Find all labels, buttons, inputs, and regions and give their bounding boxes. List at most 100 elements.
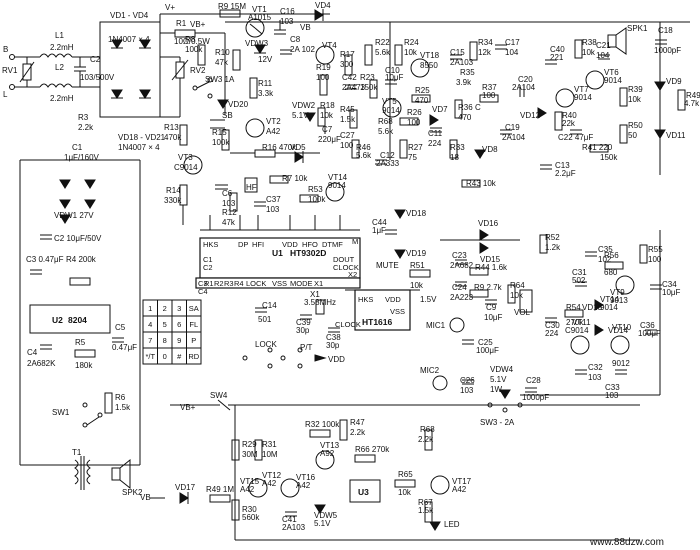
ic-u1-lower: C3 C4 R1 R2 R3 R4 LOCK VSS MODE X1 bbox=[195, 277, 361, 296]
component-label-vt10: VT10 bbox=[612, 323, 632, 332]
component-label-vdw3v: 12V bbox=[258, 55, 273, 64]
component-label-vd8: VD8 bbox=[482, 145, 498, 154]
u1-pin-right: DOUT bbox=[333, 255, 355, 264]
component-label-r17: R17 bbox=[340, 50, 355, 59]
component-label-vt7: VT7 bbox=[574, 85, 589, 94]
component-label-r27: R27 bbox=[408, 143, 423, 152]
component-label-vt6v: 9014 bbox=[604, 76, 622, 85]
component-label-r25: R25 bbox=[415, 86, 430, 95]
component-label-r19: R19 bbox=[316, 63, 331, 72]
component-label-c23v: 2A682 bbox=[450, 261, 474, 270]
component-label-c38: C38 bbox=[326, 333, 341, 342]
component-label-c15v: 2A103 bbox=[450, 58, 474, 67]
component-label-c33v: 103 bbox=[605, 391, 619, 400]
component-label-c41: C41 bbox=[282, 515, 297, 524]
component-label-vt5v: 9014 bbox=[382, 106, 400, 115]
component-label-c: C bbox=[475, 103, 481, 112]
component-label-r26v: 100 bbox=[407, 118, 421, 127]
component-label-lock: LOCK bbox=[255, 340, 277, 349]
component-label-c38v: 30p bbox=[326, 341, 340, 350]
component-label-r35v: 3.9k bbox=[456, 78, 472, 87]
u1-pin-top: HFO bbox=[302, 240, 318, 249]
component-label-r68b: R68 bbox=[420, 425, 435, 434]
component-label-vt17: VT17 bbox=[452, 477, 472, 486]
component-label-c40: C40 bbox=[550, 45, 565, 54]
component-label-c4v: 2A682K bbox=[27, 359, 56, 368]
component-label-vdw2: VDW2 bbox=[292, 101, 316, 110]
component-label-c20: C20 bbox=[518, 75, 533, 84]
component-label-r64v: 10k bbox=[510, 291, 524, 300]
ic-u3-name: U3 bbox=[358, 487, 369, 497]
keypad-key-label: 7 bbox=[148, 336, 152, 345]
component-label-r55v: 100 bbox=[648, 255, 662, 264]
ht1616-part: HT1616 bbox=[362, 317, 393, 327]
component-label-c34v: 10μF bbox=[662, 288, 681, 297]
component-label-r44: R44 1.6k bbox=[475, 263, 508, 272]
component-label-r43: R43 10k bbox=[466, 179, 497, 188]
component-label-r68: R68 bbox=[378, 117, 393, 126]
component-label-r11v: 3.3k bbox=[258, 89, 274, 98]
component-label-mute: MUTE bbox=[376, 261, 399, 270]
u1-pin-right: M bbox=[352, 237, 358, 246]
component-label-vbplus: VB+ bbox=[190, 20, 206, 29]
component-label-r11: R11 bbox=[258, 79, 273, 88]
keypad-key-label: 3 bbox=[177, 304, 181, 313]
component-label-c19v: 2A104 bbox=[502, 133, 526, 142]
component-label-c37v: 103 bbox=[266, 205, 280, 214]
component-label-vt13: VT13 bbox=[320, 441, 340, 450]
component-label-r45: R45 bbox=[340, 105, 355, 114]
u1-pin-bottom: R1 bbox=[204, 279, 214, 288]
component-label-l2: L2 bbox=[55, 63, 64, 72]
component-label-r40: R40 bbox=[562, 111, 577, 120]
component-label-r46v: 5.6k bbox=[356, 151, 372, 160]
component-label-c39: C39 bbox=[296, 318, 311, 327]
component-label-r13v: 470k bbox=[164, 133, 182, 142]
component-label-r41: R41 220 bbox=[582, 143, 613, 152]
component-label-vd18: VD18 - VD21 bbox=[118, 133, 166, 142]
ic-ht1616: HKS VDD CLOCK VSS HT1616 bbox=[335, 289, 411, 331]
component-label-c36v: 100μF bbox=[638, 329, 661, 338]
component-label-c1v: 1μF/160V bbox=[64, 153, 100, 162]
component-label-vd15: VD15 bbox=[480, 255, 501, 264]
component-label-vd18v: 1N4007 × 4 bbox=[118, 143, 160, 152]
component-label-r53v: 100k bbox=[308, 195, 326, 204]
component-label-r54v: 270k bbox=[566, 318, 584, 327]
component-label-vbplus2: VB+ bbox=[180, 403, 196, 412]
component-label-sw31a: SW3 1A bbox=[205, 75, 235, 84]
component-label-vt9: VT9 bbox=[610, 288, 625, 297]
component-label-c42: C42 bbox=[342, 73, 357, 82]
component-label-hf: HF bbox=[246, 183, 257, 192]
component-label-r38v: 10k bbox=[582, 48, 596, 57]
component-label-r9: R9 15M bbox=[218, 2, 246, 11]
component-label-c24v: 2A223 bbox=[450, 293, 474, 302]
component-label-c30v: 224 bbox=[545, 329, 559, 338]
component-label-vdw1: VDW1 27V bbox=[54, 211, 94, 220]
component-label-r52: R52 bbox=[545, 233, 560, 242]
component-label-c41v: 2A103 bbox=[282, 523, 306, 532]
component-label-pt: P/T bbox=[300, 343, 313, 352]
component-label-r30: R30 bbox=[242, 505, 257, 514]
component-label-vt4: VT4 bbox=[322, 41, 337, 50]
component-label-r22v: 5.6k bbox=[375, 48, 391, 57]
keypad-key-label: P bbox=[191, 336, 196, 345]
component-label-r10v: 47k bbox=[215, 58, 229, 67]
component-label-r56v: 680 bbox=[604, 268, 618, 277]
component-label-c5: C5 bbox=[115, 323, 126, 332]
component-label-r38: R38 bbox=[582, 38, 597, 47]
component-label-c16v: 103 bbox=[280, 17, 294, 26]
keypad-key-label: SA bbox=[189, 304, 199, 313]
component-label-c2b: C2 10μF/50V bbox=[54, 234, 102, 243]
component-label-vt9v: 9013 bbox=[610, 296, 628, 305]
component-label-c36: C36 bbox=[640, 321, 655, 330]
component-label-vt15v: 9014 bbox=[600, 303, 618, 312]
component-label-c16: C16 bbox=[280, 7, 295, 16]
component-label-mic1: MIC1 bbox=[426, 321, 446, 330]
component-label-c10: C10 bbox=[385, 66, 400, 75]
component-label-r6v: 1.5k bbox=[115, 403, 131, 412]
component-label-r10: R10 bbox=[215, 48, 230, 57]
component-label-spk1: SPK1 bbox=[627, 24, 648, 33]
component-label-r56: R56 bbox=[604, 251, 619, 260]
component-label-sw4: SW4 bbox=[210, 391, 228, 400]
